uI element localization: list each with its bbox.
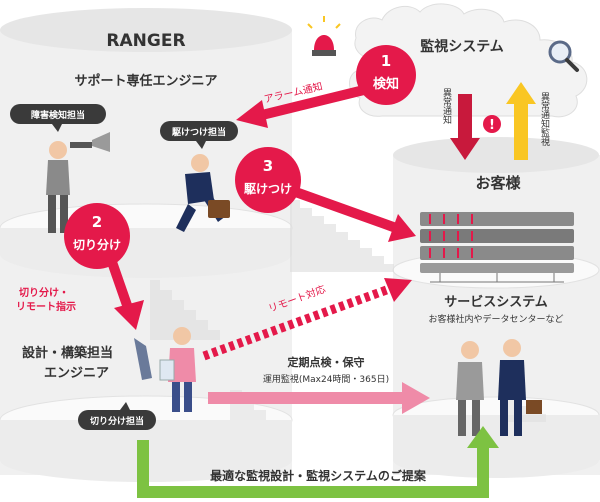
rush-arrow: [288, 185, 416, 242]
step-2-badge: 2 切り分け: [64, 203, 130, 269]
isolate-remote-line1: 切り分け・: [19, 286, 69, 299]
design-role-line1: 設計・構築担当: [22, 345, 113, 361]
service-system-subtitle: お客様社内やデータセンターなど: [428, 313, 563, 325]
maintenance-arrow: [208, 382, 430, 414]
step-2-number: 2: [92, 213, 102, 231]
abnormal-monitor-arrow: [506, 82, 536, 160]
abnormal-monitor-label: 異常通知監視: [539, 92, 550, 147]
rush-engineer-figure: [176, 154, 230, 232]
alarm-arrow: [236, 83, 374, 128]
customer-people-figure: [456, 339, 542, 436]
proposal-label: 最適な監視設計・監視システムのご提案: [210, 468, 427, 483]
brand-label: RANGER: [106, 31, 185, 51]
support-role-label: サポート専任エンジニア: [74, 73, 217, 89]
step-1-badge: 1 検知: [356, 45, 416, 105]
bubble-isolate-text: 切り分け担当: [90, 415, 144, 427]
detect-engineer-figure: [46, 132, 110, 233]
step-3-number: 3: [263, 157, 273, 175]
customer-building: [392, 137, 600, 478]
bubble-detect: 障害検知担当: [10, 104, 106, 132]
customer-title: お客様: [475, 174, 521, 192]
remote-arrow: [202, 278, 412, 361]
warning-icon: !: [483, 115, 501, 133]
bubble-rush: 駆けつけ担当: [160, 121, 238, 149]
magnifier-icon: [548, 40, 579, 72]
siren-icon: [307, 16, 341, 56]
bubble-rush-text: 駆けつけ担当: [171, 126, 226, 138]
isolate-remote-line2: リモート指示: [16, 300, 76, 313]
bubble-detect-text: 障害検知担当: [31, 109, 85, 121]
step-3-badge: 3 駆けつけ: [235, 147, 301, 213]
abnormal-notice-label: 異常通知: [441, 88, 452, 125]
step-3-label: 駆けつけ: [244, 181, 292, 196]
bubble-isolate: 切り分け担当: [78, 402, 156, 430]
maintenance-sub: 運用監視(Max24時間・365日): [263, 373, 389, 385]
maintenance-title: 定期点検・保守: [288, 355, 365, 369]
design-role-line2: エンジニア: [44, 366, 109, 381]
step-1-number: 1: [381, 52, 391, 70]
server-rack-icon: [420, 212, 574, 283]
proposal-arrow: [137, 426, 499, 498]
step-2-label: 切り分け: [73, 237, 121, 252]
service-system-title: サービスシステム: [444, 294, 548, 310]
abnormal-notice-arrow: [450, 94, 480, 160]
svg-text:!: !: [489, 118, 495, 133]
isolate-arrow: [107, 260, 144, 330]
design-engineer-figure: [134, 327, 196, 412]
step-1-label: 検知: [373, 76, 399, 92]
monitoring-title: 監視システム: [420, 38, 504, 55]
